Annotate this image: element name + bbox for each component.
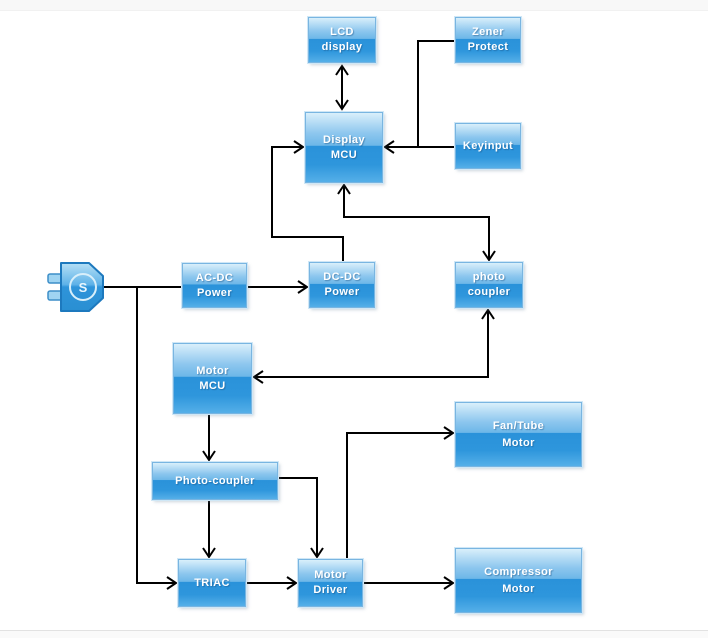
- node-lcd-display: LCD display: [308, 17, 376, 63]
- page-bottom-edge: [0, 630, 708, 638]
- plug-prong-bottom: [47, 290, 63, 301]
- connector-photo-coupler-2-to-motor-driver: [278, 477, 324, 559]
- page-top-strip: [0, 0, 708, 11]
- node-compressor-motor: Compressor Motor: [455, 548, 582, 613]
- connector-motor-driver-to-fan-tube-motor: [346, 426, 455, 559]
- node-label: Motor: [502, 582, 535, 595]
- connector-photo-coupler-motor-mcu-bidirectional: [252, 308, 495, 384]
- node-motor-driver: Motor Driver: [298, 559, 363, 607]
- node-fan-tube-motor: Fan/Tube Motor: [455, 402, 582, 467]
- node-triac: TRIAC: [178, 559, 246, 607]
- plug-circle: [69, 273, 97, 301]
- node-label: Zener: [472, 26, 504, 38]
- connector-plug-branch-to-triac: [136, 287, 178, 590]
- node-label: Motor: [502, 436, 535, 449]
- power-plug-icon: S: [47, 262, 104, 312]
- connector-zener-protect-branch: [417, 40, 455, 146]
- node-label: display: [321, 41, 363, 53]
- node-label: Power: [196, 286, 232, 299]
- node-label: Photo-coupler: [175, 474, 255, 487]
- node-label: Keyinput: [462, 139, 514, 152]
- node-ac-dc-power: AC-DC Power: [182, 263, 247, 308]
- node-label: Compressor: [484, 565, 553, 578]
- node-label: Motor: [314, 569, 347, 581]
- node-label: Protect: [467, 41, 509, 53]
- node-zener-protect: Zener Protect: [455, 17, 521, 63]
- node-motor-mcu: Motor MCU: [173, 343, 252, 414]
- node-label: photo: [472, 271, 506, 283]
- connector-display-mcu-photo-coupler-bidirectional: [337, 183, 496, 262]
- node-label: Display: [323, 133, 365, 146]
- node-display-mcu: Display MCU: [305, 112, 383, 183]
- node-label: TRIAC: [194, 576, 230, 589]
- node-label: Fan/Tube: [492, 419, 545, 432]
- node-label: MCU: [330, 148, 358, 161]
- node-photo-coupler: photo coupler: [455, 262, 523, 308]
- node-label: AC-DC: [195, 271, 234, 284]
- node-photo-coupler-2: Photo-coupler: [152, 462, 278, 500]
- node-label: Motor: [196, 364, 229, 377]
- plug-prong-top: [47, 273, 63, 284]
- node-label: Driver: [313, 584, 348, 596]
- node-label: DC-DC: [323, 271, 361, 283]
- plug-letter: S: [79, 280, 88, 295]
- node-label: MCU: [199, 379, 226, 392]
- node-dc-dc-power: DC-DC Power: [309, 262, 375, 308]
- node-label: Power: [324, 286, 360, 298]
- node-label: LCD: [330, 26, 354, 38]
- node-label: coupler: [467, 286, 511, 298]
- node-keyinput: Keyinput: [455, 123, 521, 169]
- plug-body: [60, 262, 104, 312]
